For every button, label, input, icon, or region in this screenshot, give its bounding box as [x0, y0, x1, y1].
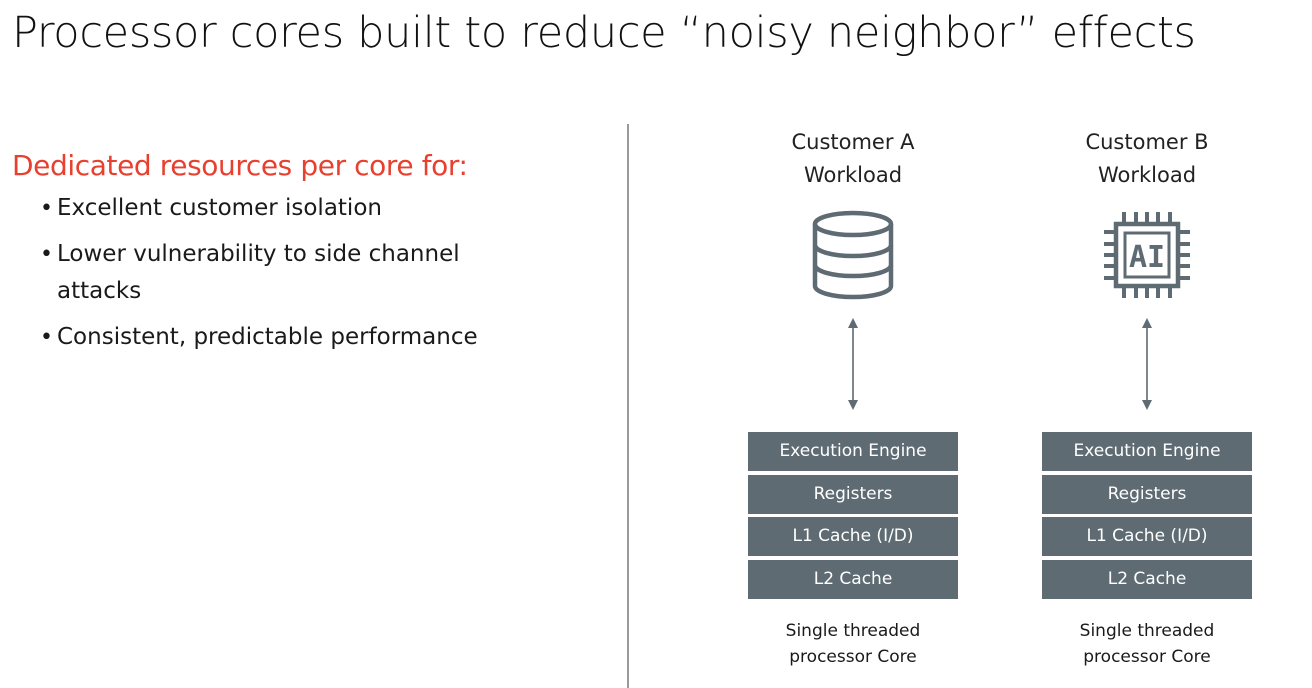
layer-l2-cache: L2 Cache [748, 559, 958, 599]
customer-b-title-line2: Workload [1097, 163, 1197, 187]
bullet-item: Excellent customer isolation [40, 190, 520, 227]
database-icon [812, 210, 894, 300]
ai-chip-icon: AI [1104, 212, 1190, 298]
customer-b-title: Customer B Workload [1042, 126, 1252, 196]
caption-line1: Single threaded [785, 621, 921, 641]
core-caption-b: Single threaded processor Core [1042, 618, 1252, 670]
layer-registers: Registers [748, 474, 958, 514]
bullet-list: Excellent customer isolation Lower vulne… [40, 190, 602, 356]
customer-b-title-line1: Customer B [1085, 130, 1209, 154]
customer-a-column: Customer A Workload Execution Engine Reg… [748, 126, 958, 667]
vertical-divider [627, 124, 629, 688]
layer-l2-cache: L2 Cache [1042, 559, 1252, 599]
layer-l1-cache: L1 Cache (I/D) [748, 517, 958, 556]
customer-b-column: Customer B Workload AI Execution Engi [1042, 126, 1252, 667]
caption-line1: Single threaded [1079, 621, 1215, 641]
layer-execution-engine: Execution Engine [1042, 432, 1252, 471]
caption-line2: processor Core [1083, 647, 1211, 667]
ai-chip-label: AI [1129, 240, 1165, 275]
subheading: Dedicated resources per core for: [12, 149, 468, 182]
customer-a-title-line1: Customer A [791, 130, 915, 154]
bidirectional-arrow-icon [848, 318, 858, 410]
bullet-item: Consistent, predictable performance [40, 319, 520, 356]
layer-execution-engine: Execution Engine [748, 432, 958, 471]
bullet-item: Lower vulnerability to side channel atta… [40, 236, 520, 310]
left-panel: Dedicated resources per core for: Excell… [12, 146, 602, 365]
core-caption-a: Single threaded processor Core [748, 618, 958, 670]
core-stack-b: Execution Engine Registers L1 Cache (I/D… [1042, 432, 1252, 602]
customer-a-title-line2: Workload [803, 163, 903, 187]
layer-registers: Registers [1042, 474, 1252, 514]
core-stack-a: Execution Engine Registers L1 Cache (I/D… [748, 432, 958, 602]
layer-l1-cache: L1 Cache (I/D) [1042, 517, 1252, 556]
bidirectional-arrow-icon [1142, 318, 1152, 410]
slide-title: Processor cores built to reduce “noisy n… [12, 8, 1196, 58]
customer-a-title: Customer A Workload [748, 126, 958, 196]
caption-line2: processor Core [789, 647, 917, 667]
